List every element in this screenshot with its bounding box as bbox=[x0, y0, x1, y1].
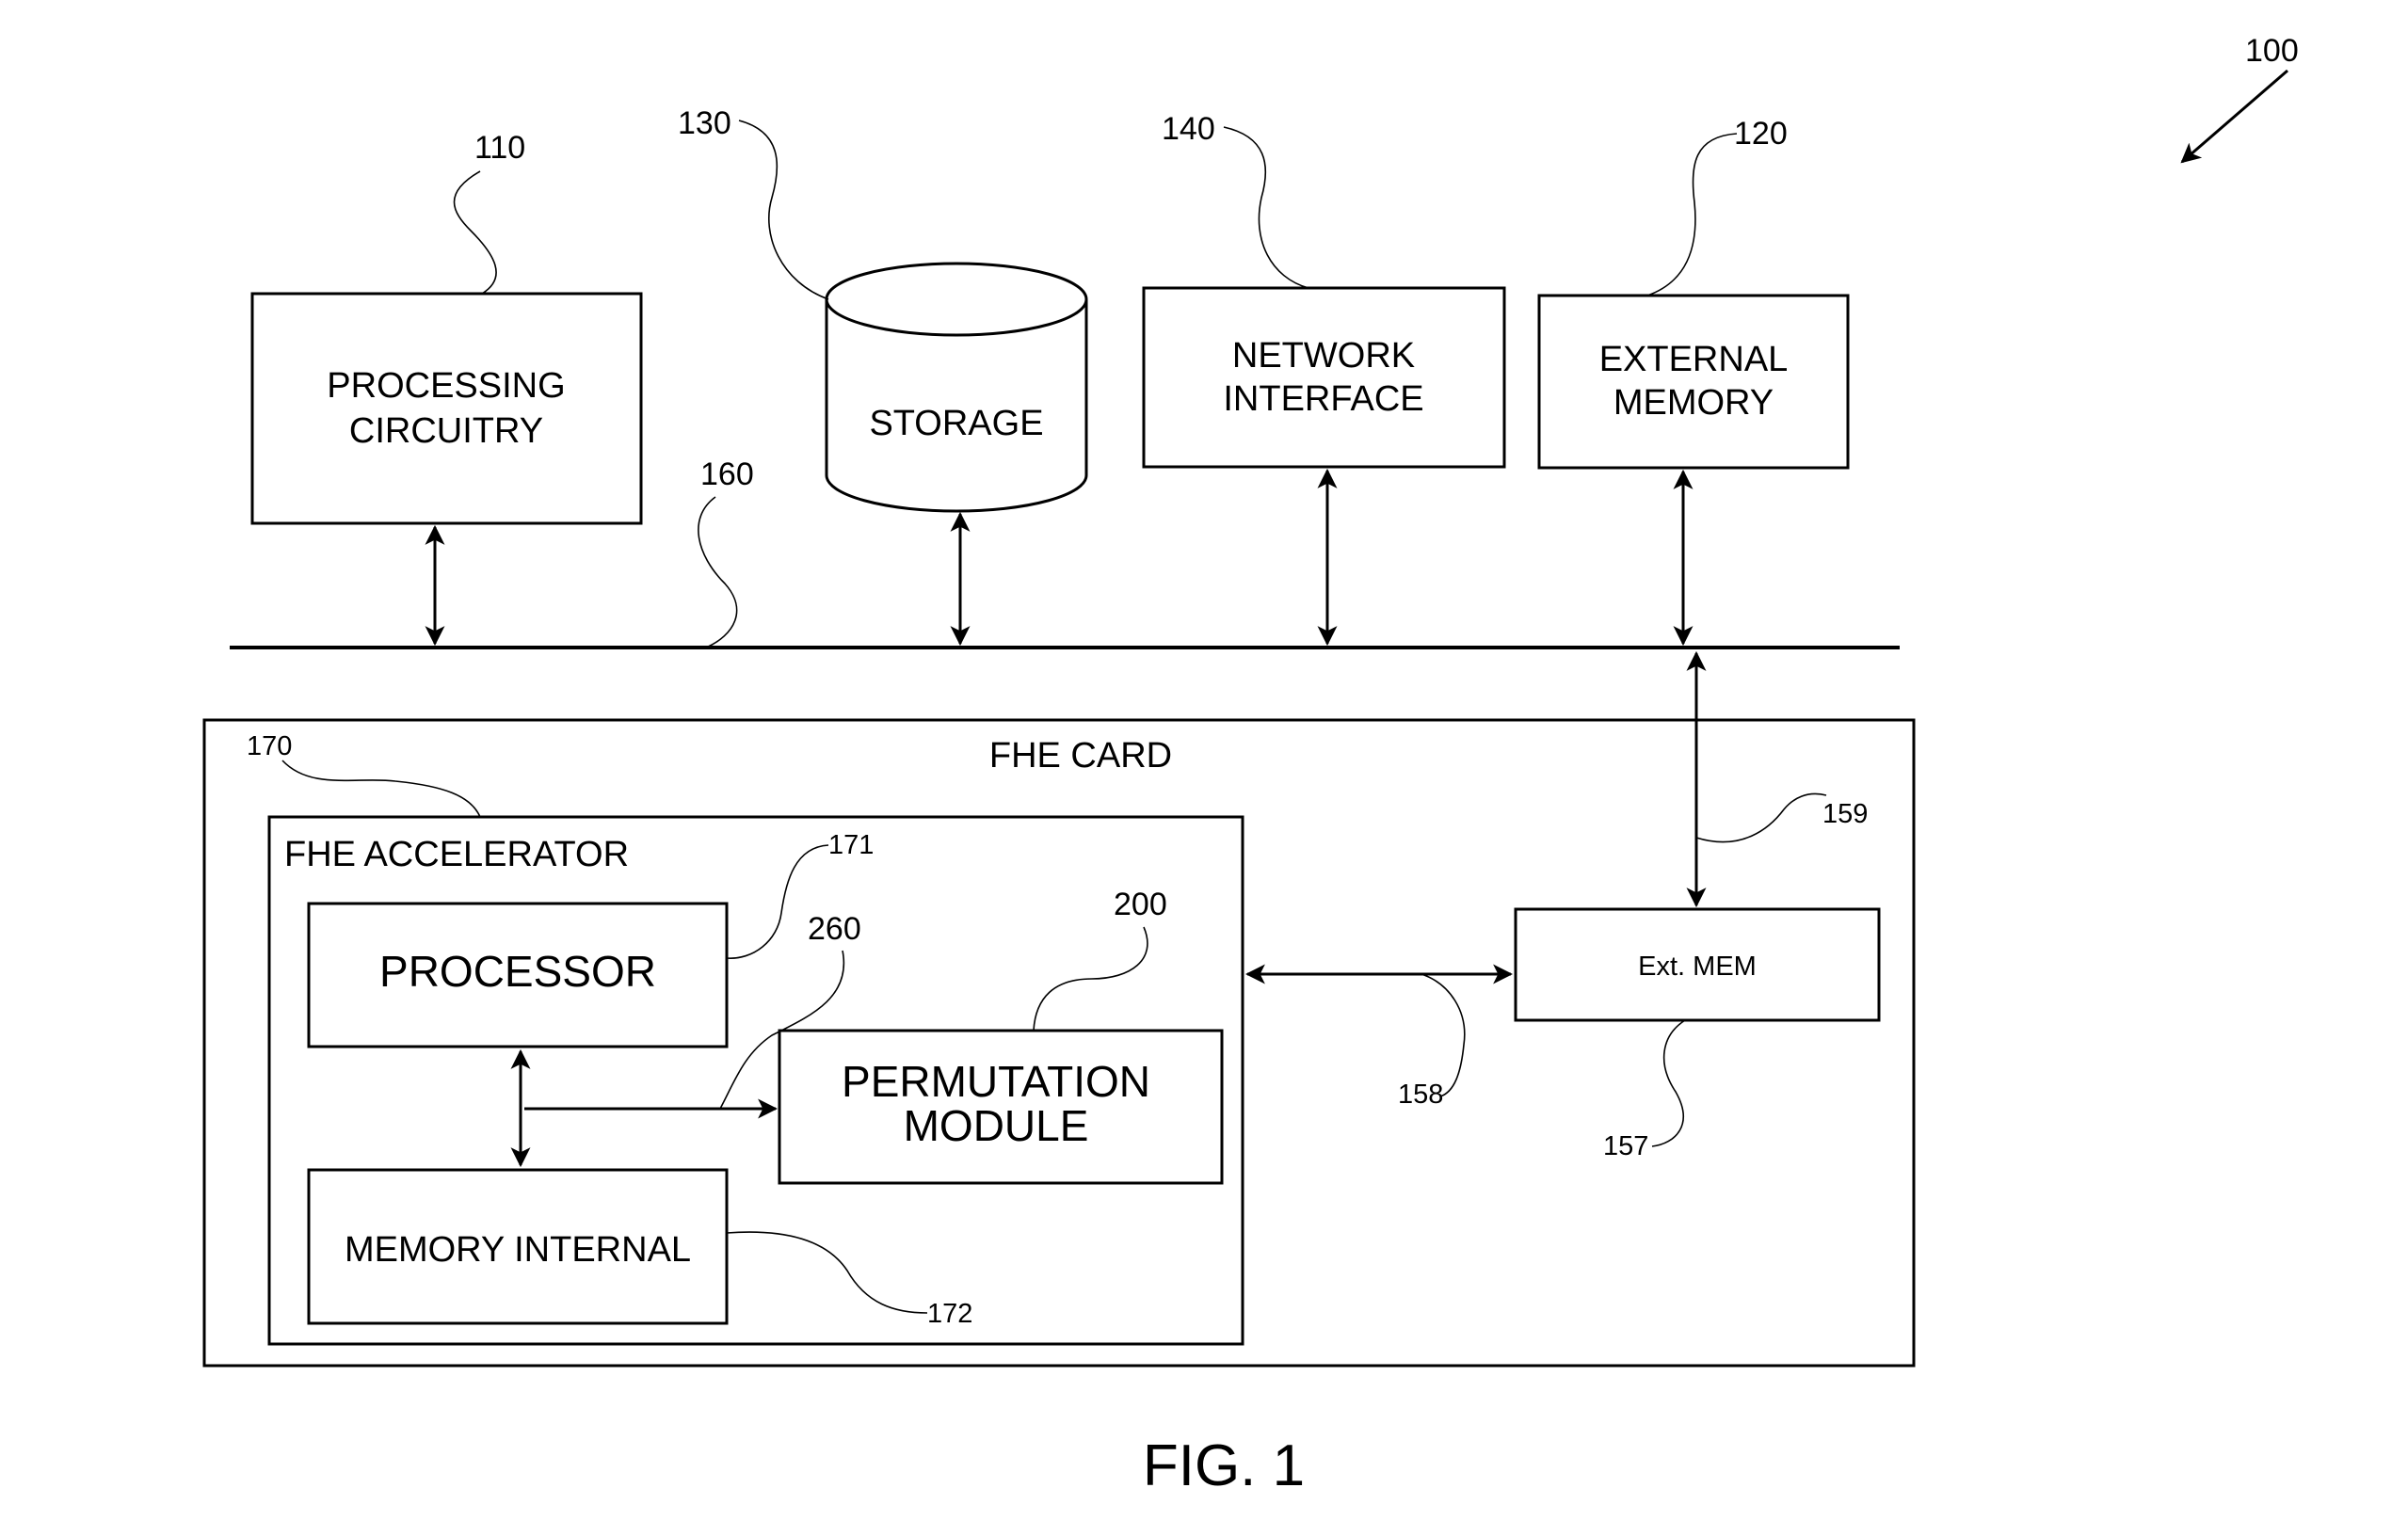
ref-158-leader bbox=[1421, 973, 1466, 1097]
network-label-1: NETWORK bbox=[1232, 336, 1415, 376]
memory-internal-label: MEMORY INTERNAL bbox=[345, 1230, 691, 1270]
ref-100-arrow bbox=[2180, 69, 2288, 164]
ref-172-leader bbox=[726, 1231, 928, 1314]
storage-label: STORAGE bbox=[869, 404, 1043, 443]
network-label-2: INTERFACE bbox=[1223, 379, 1423, 419]
fhe-accelerator-label: FHE ACCELERATOR bbox=[284, 835, 629, 874]
permutation-module-block: PERMUTATION MODULE bbox=[778, 1029, 1224, 1185]
processing-label-2: CIRCUITRY bbox=[349, 411, 543, 451]
ref-140: 140 bbox=[1162, 111, 1215, 147]
ref-100: 100 bbox=[2245, 33, 2299, 69]
ref-157-leader bbox=[1651, 1019, 1686, 1147]
ref-160: 160 bbox=[700, 456, 754, 492]
figure-caption: FIG. 1 bbox=[1143, 1433, 1305, 1498]
ref-159: 159 bbox=[1822, 799, 1868, 829]
ref-130-leader bbox=[738, 120, 829, 300]
processing-circuitry-block: PROCESSING CIRCUITRY bbox=[250, 292, 643, 525]
storage-cylinder: STORAGE bbox=[825, 262, 1088, 513]
processing-label-1: PROCESSING bbox=[327, 366, 565, 406]
fhe-card-label: FHE CARD bbox=[989, 736, 1172, 776]
ref-120-leader bbox=[1646, 133, 1738, 296]
ext-memory-label-2: MEMORY bbox=[1613, 383, 1774, 423]
ref-160-leader bbox=[698, 496, 738, 648]
external-memory-block: EXTERNAL MEMORY bbox=[1537, 294, 1850, 470]
ext-memory-label-1: EXTERNAL bbox=[1599, 340, 1789, 379]
ref-140-leader bbox=[1223, 126, 1309, 289]
ref-170: 170 bbox=[247, 731, 292, 761]
processor-label: PROCESSOR bbox=[379, 947, 656, 996]
permutation-label-2: MODULE bbox=[904, 1101, 1089, 1150]
ref-130: 130 bbox=[678, 105, 731, 141]
ref-171: 171 bbox=[828, 830, 874, 860]
ref-120: 120 bbox=[1734, 116, 1788, 152]
ref-260-leader bbox=[719, 950, 845, 1110]
network-interface-block: NETWORK INTERFACE bbox=[1142, 286, 1506, 469]
ref-110-leader bbox=[453, 170, 497, 295]
ref-172: 172 bbox=[927, 1299, 972, 1329]
permutation-label-1: PERMUTATION bbox=[842, 1057, 1150, 1106]
ext-mem-block: Ext. MEM bbox=[1514, 907, 1881, 1022]
processor-block: PROCESSOR bbox=[307, 902, 729, 1048]
ref-200: 200 bbox=[1114, 887, 1167, 922]
ref-260: 260 bbox=[808, 911, 861, 947]
memory-internal-block: MEMORY INTERNAL bbox=[307, 1168, 729, 1325]
ref-159-leader bbox=[1695, 792, 1827, 843]
ref-158: 158 bbox=[1398, 1080, 1443, 1110]
ext-mem-label: Ext. MEM bbox=[1638, 952, 1757, 982]
ref-171-leader bbox=[726, 844, 829, 959]
ref-110: 110 bbox=[474, 130, 525, 166]
ref-157: 157 bbox=[1603, 1131, 1648, 1161]
ref-170-leader bbox=[281, 760, 481, 818]
ref-200-leader bbox=[1033, 926, 1148, 1032]
